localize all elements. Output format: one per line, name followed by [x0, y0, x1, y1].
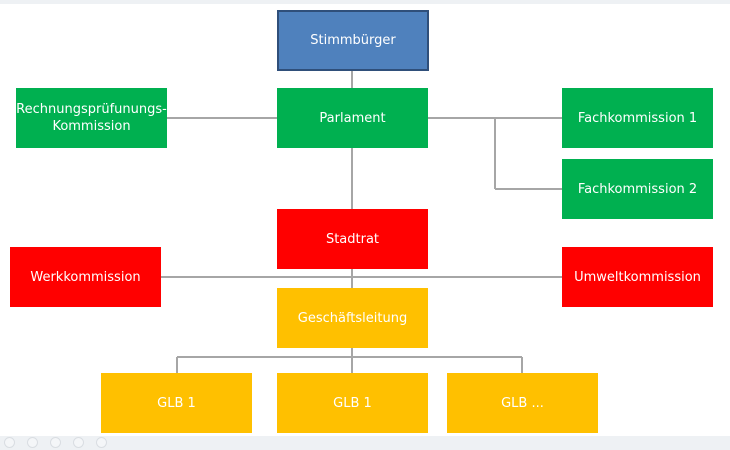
node-umweltkommission: Umweltkommission — [562, 247, 713, 307]
node-rpk-label-line1: Rechnungsprüfunungs- — [16, 102, 167, 117]
faded-control-icon — [73, 437, 84, 448]
node-rpk-label-line2: Kommission — [52, 119, 131, 134]
node-stadtrat: Stadtrat — [277, 209, 428, 269]
node-glb-c: GLB ... — [447, 373, 598, 433]
node-glb-a: GLB 1 — [101, 373, 252, 433]
node-umweltkommission-label: Umweltkommission — [574, 269, 701, 285]
node-werkkommission-label: Werkkommission — [30, 269, 141, 285]
node-glb-b-label: GLB 1 — [333, 395, 372, 411]
top-frame-strip — [0, 0, 730, 4]
node-fachkommission-1: Fachkommission 1 — [562, 88, 713, 148]
node-fachkommission-1-label: Fachkommission 1 — [577, 110, 698, 126]
node-stimmbuerger-label: Stimmbürger — [310, 33, 396, 48]
node-glb-a-label: GLB 1 — [157, 395, 196, 411]
node-parlament: Parlament — [277, 88, 428, 148]
bottom-frame-strip — [0, 436, 730, 450]
node-stimmbuerger: Stimmbürger — [277, 10, 429, 71]
node-glb-c-label: GLB ... — [501, 395, 544, 411]
node-rechnungspruefungskommission: Rechnungsprüfunungs- Kommission — [16, 88, 167, 148]
node-geschaeftsleitung: Geschäftsleitung — [277, 288, 428, 348]
node-fachkommission-2: Fachkommission 2 — [562, 159, 713, 219]
node-geschaeftsleitung-label: Geschäftsleitung — [297, 310, 408, 326]
faded-control-icon — [50, 437, 61, 448]
faded-control-icon — [27, 437, 38, 448]
node-glb-b: GLB 1 — [277, 373, 428, 433]
faded-control-icon — [96, 437, 107, 448]
node-parlament-label: Parlament — [319, 110, 386, 126]
node-fachkommission-2-label: Fachkommission 2 — [577, 181, 698, 197]
node-werkkommission: Werkkommission — [10, 247, 161, 307]
faded-control-icon — [4, 437, 15, 448]
node-stadtrat-label: Stadtrat — [325, 231, 380, 247]
